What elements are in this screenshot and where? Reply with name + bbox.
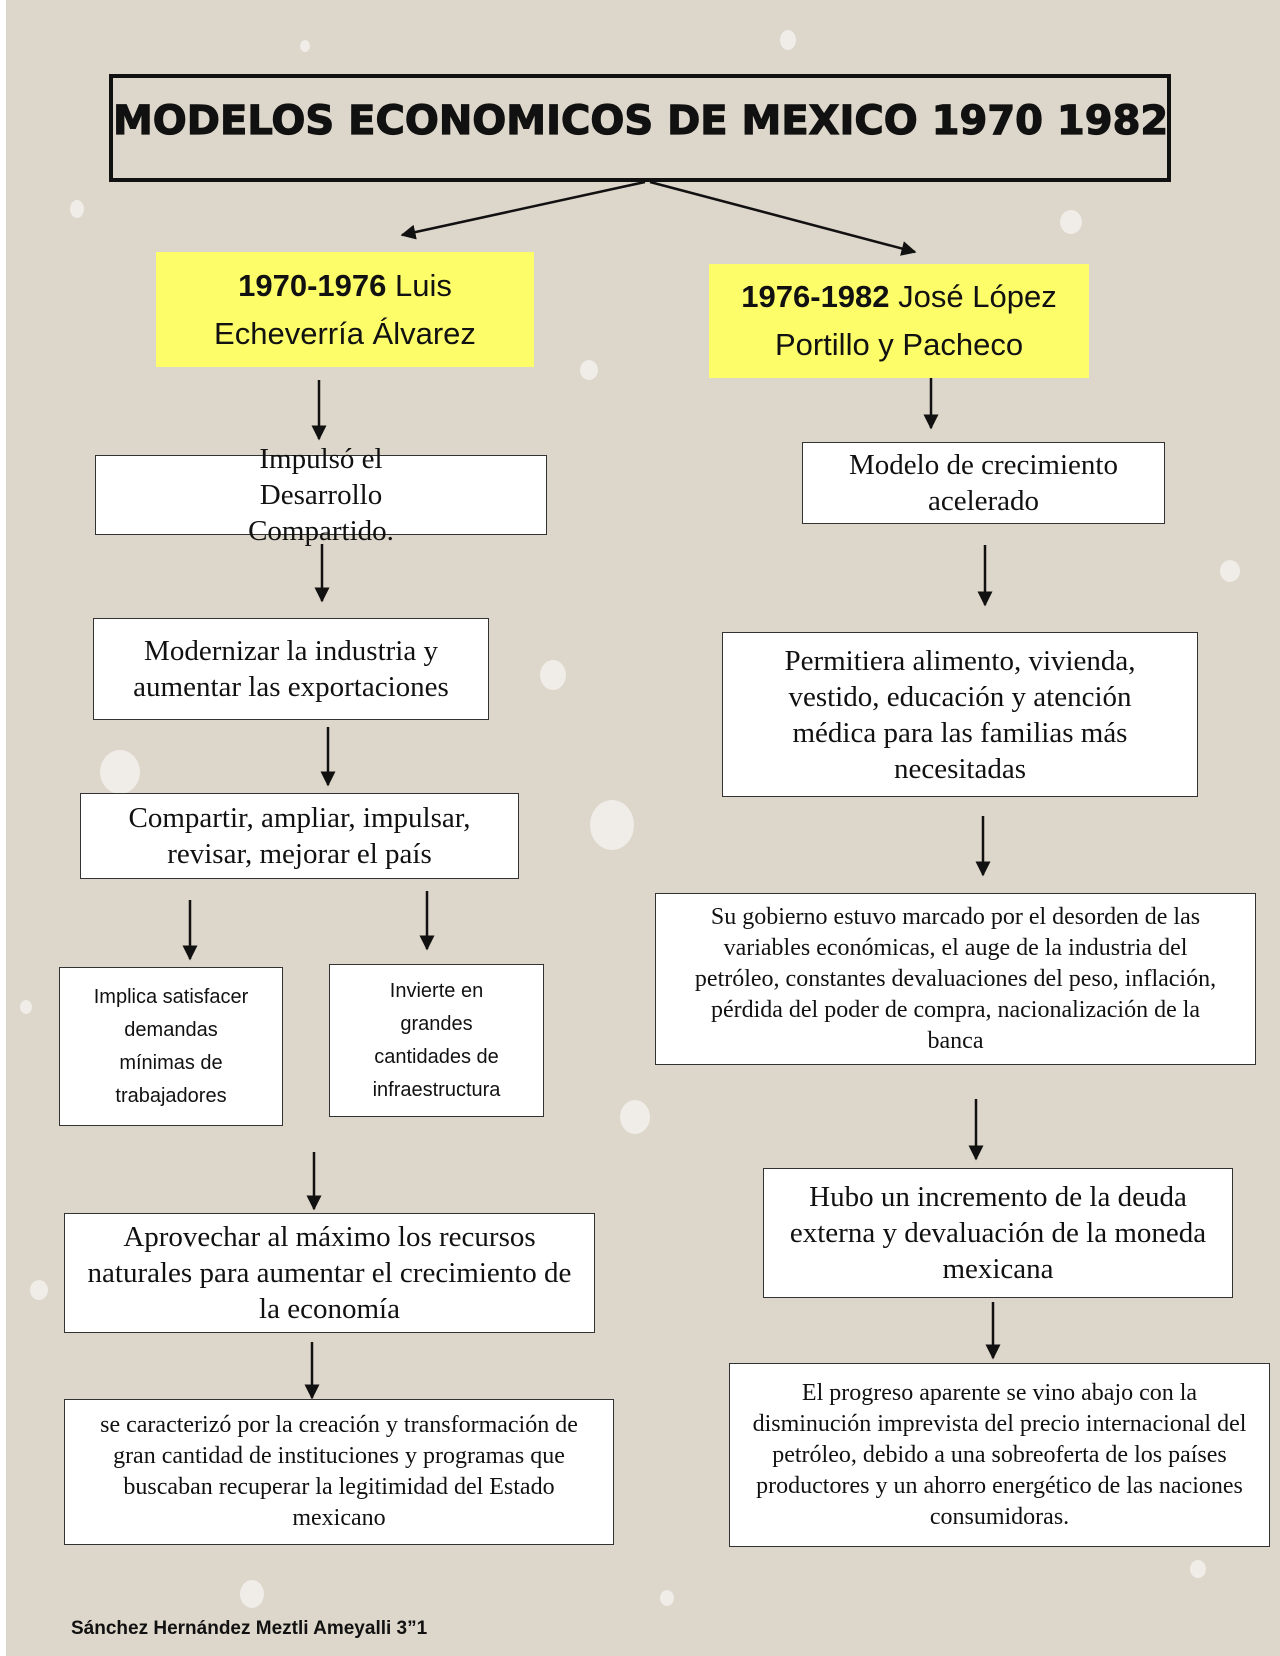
title-box: MODELOS ECONOMICOS DE MEXICO 1970 1982 (109, 74, 1171, 182)
president-name: Luis Echeverría Álvarez (214, 267, 476, 351)
period-years: 1970-1976 (238, 267, 387, 303)
page-title: MODELOS ECONOMICOS DE MEXICO 1970 1982 (112, 97, 1169, 144)
concept-box-left-2: Modernizar la industria y aumentar las e… (93, 618, 489, 720)
concept-box-right-2: Permitiera alimento, vivienda, vestido, … (722, 632, 1198, 797)
concept-box-right-5: El progreso aparente se vino abajo con l… (729, 1363, 1270, 1547)
period-header-echeverria: 1970-1976 Luis Echeverría Álvarez (156, 252, 534, 367)
period-years: 1976-1982 (741, 279, 890, 314)
concept-box-right-3: Su gobierno estuvo marcado por el desord… (655, 893, 1256, 1065)
author-credit: Sánchez Hernández Meztli Ameyalli 3”1 (71, 1618, 428, 1639)
concept-box-right-4: Hubo un incremento de la deuda externa y… (763, 1168, 1233, 1298)
concept-box-left-4a: Implica satisfacer demandas mínimas de t… (59, 967, 283, 1126)
concept-box-left-6: se caracterizó por la creación y transfo… (64, 1399, 614, 1545)
president-name: José López Portillo y Pacheco (774, 279, 1057, 362)
concept-box-right-1: Modelo de crecimiento acelerado (802, 442, 1165, 524)
arrow-title-right (649, 180, 917, 256)
concept-box-left-5: Aprovechar al máximo los recursos natura… (64, 1213, 595, 1333)
arrow-title-left (400, 180, 646, 240)
period-header-lopez-portillo: 1976-1982 José López Portillo y Pacheco (709, 264, 1089, 378)
concept-box-left-1: Impulsó el Desarrollo Compartido. (95, 443, 547, 547)
concept-box-left-3: Compartir, ampliar, impulsar, revisar, m… (80, 793, 519, 879)
page-edge (0, 0, 6, 1656)
concept-box-left-4b: Invierte en grandes cantidades de infrae… (329, 964, 544, 1117)
